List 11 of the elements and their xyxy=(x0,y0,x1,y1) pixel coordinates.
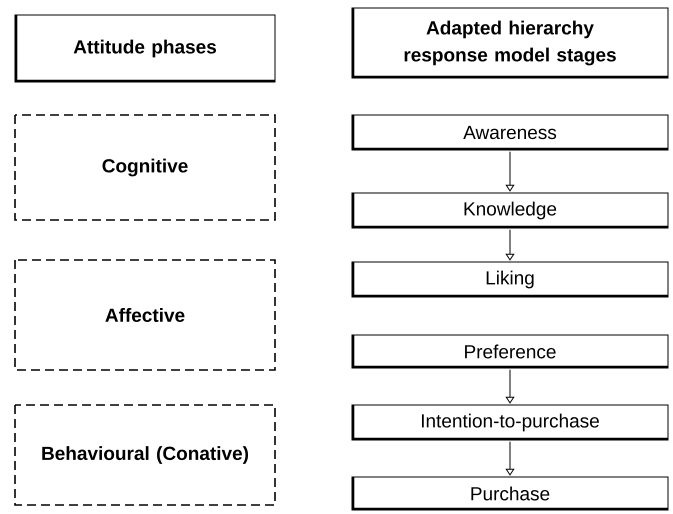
phase-box: Behavioural (Conative) xyxy=(14,404,276,506)
phase-box: Cognitive xyxy=(14,114,276,221)
header-box: Attitude phases xyxy=(14,14,276,82)
stage-box: Liking xyxy=(352,262,668,298)
phase-box: Affective xyxy=(14,259,276,371)
stage-box: Knowledge xyxy=(352,192,668,228)
stage-box: Intention-to-purchase xyxy=(352,404,668,440)
stage-box: Awareness xyxy=(352,114,668,150)
header-box: Adapted hierarchy response model stages xyxy=(352,8,668,78)
stage-box: Preference xyxy=(352,334,668,368)
stage-box: Purchase xyxy=(352,476,668,510)
